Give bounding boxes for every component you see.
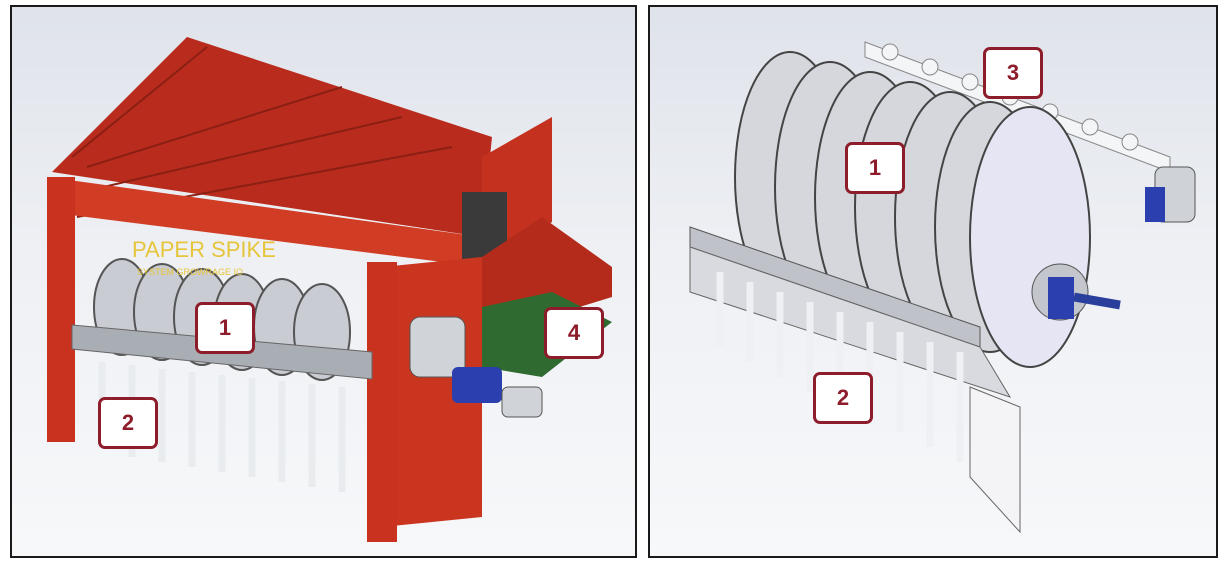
callout-left-4: 4 — [544, 307, 604, 359]
spiked-discs — [734, 51, 1091, 368]
right-panel-drum-assembly: 3 1 2 — [648, 5, 1218, 558]
left-panel-full-machine: PAPER SPIKE SYSTEM GROWRAGE IO 1 2 4 — [10, 5, 637, 558]
callout-right-2: 2 — [813, 372, 873, 424]
callout-right-1: 1 — [845, 142, 905, 194]
callout-left-2: 2 — [98, 397, 158, 449]
machine-render: PAPER SPIKE SYSTEM GROWRAGE IO — [47, 37, 612, 542]
left-column — [47, 177, 75, 442]
right-column — [367, 262, 397, 542]
machine-roof — [52, 37, 492, 237]
callout-left-1: 1 — [195, 302, 255, 354]
drum-assembly-render — [689, 41, 1196, 534]
callout-right-3: 3 — [983, 47, 1043, 99]
end-plate — [969, 386, 1021, 534]
drive-motor — [452, 367, 502, 403]
brand-subtitle: SYSTEM GROWRAGE IO — [137, 267, 243, 277]
gear-motor — [409, 316, 466, 378]
brand-name: PAPER SPIKE — [132, 237, 276, 262]
bearing-block — [1048, 277, 1074, 319]
